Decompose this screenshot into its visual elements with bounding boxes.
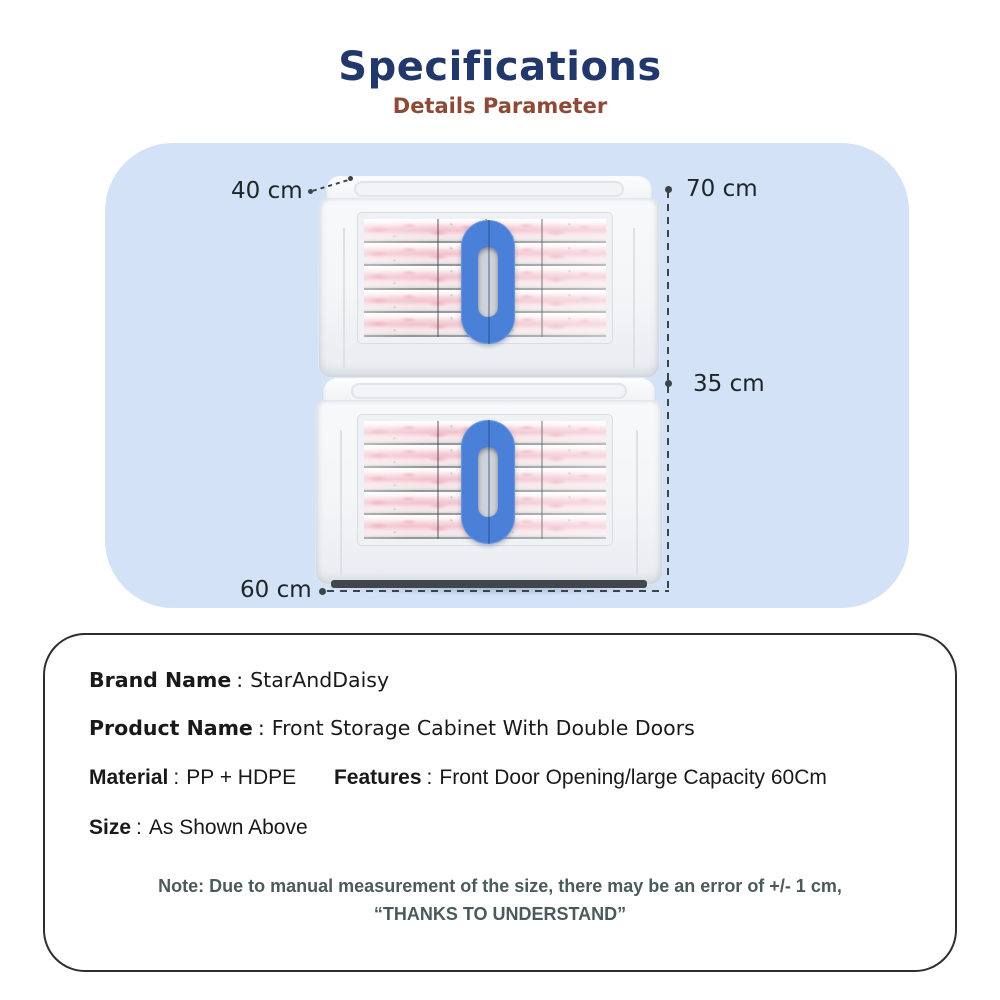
spec-row-brand: Brand Name:StarAndDaisy xyxy=(89,668,389,692)
dimension-label-width: 60 cm xyxy=(240,577,312,603)
dimension-dot-icon xyxy=(348,176,353,181)
door-seam-right xyxy=(636,430,638,575)
roll-divider xyxy=(540,219,543,337)
spec-label: Brand Name xyxy=(89,668,232,692)
spec-row-product: Product Name:Front Storage Cabinet With … xyxy=(89,716,695,740)
door-seam-left xyxy=(340,430,342,575)
spec-value: Front Storage Cabinet With Double Doors xyxy=(271,716,695,740)
spec-pair: Size: As Shown Above xyxy=(89,816,308,840)
spec-label: Features xyxy=(333,766,422,789)
spec-value: PP + HDPE xyxy=(186,766,297,789)
dimension-label-total-height: 70 cm xyxy=(686,176,758,202)
page-title: Specifications xyxy=(338,44,662,90)
spec-separator: : xyxy=(173,766,180,789)
thanks-note: “THANKS TO UNDERSTAND” xyxy=(373,904,627,924)
spec-pair: Material: PP + HDPE xyxy=(89,766,296,790)
spec-separator: : xyxy=(426,766,433,789)
spec-value: As Shown Above xyxy=(148,816,308,839)
spec-pair: Product Name:Front Storage Cabinet With … xyxy=(89,716,695,740)
spec-label: Product Name xyxy=(89,716,253,740)
dimension-dot-icon xyxy=(308,189,313,194)
dimension-label-depth: 40 cm xyxy=(231,178,303,204)
spec-details-box: Brand Name:StarAndDaisy Product Name:Fro… xyxy=(43,633,957,972)
storage-cabinet-top xyxy=(318,176,660,378)
roll-divider xyxy=(436,219,439,337)
dimension-line-vertical xyxy=(667,191,669,591)
spec-separator: : xyxy=(136,816,142,839)
roll-divider xyxy=(436,421,439,539)
spec-row-size: Size: As Shown Above xyxy=(89,816,308,840)
measurement-note: Note: Due to manual measurement of the s… xyxy=(158,876,842,896)
page-subtitle: Details Parameter xyxy=(392,94,608,118)
door-split-line xyxy=(488,420,490,544)
spec-separator: : xyxy=(236,668,244,692)
door-seam-left xyxy=(343,228,345,368)
roll-divider xyxy=(540,421,543,539)
spec-pair: Brand Name:StarAndDaisy xyxy=(89,668,389,692)
door-seam-right xyxy=(633,228,635,368)
spec-value: Front Door Opening/large Capacity 60Cm xyxy=(439,766,827,789)
spec-value: StarAndDaisy xyxy=(250,668,390,692)
door-handle-icon xyxy=(461,420,515,544)
door-handle-icon xyxy=(461,220,515,344)
storage-cabinet-bottom xyxy=(315,378,663,588)
spec-label: Size xyxy=(89,816,132,839)
dimension-line-horizontal xyxy=(327,590,669,592)
dimension-label-unit-height: 35 cm xyxy=(693,371,765,397)
handle-grip-hole xyxy=(478,247,498,317)
spec-separator: : xyxy=(257,716,265,740)
spec-label: Material xyxy=(89,766,169,789)
cabinet-base xyxy=(331,580,647,588)
spec-row-material-features: Material: PP + HDPE Features: Front Door O… xyxy=(89,766,827,790)
spec-pair: Features: Front Door Opening/large Capaci… xyxy=(334,766,827,790)
dimension-dot-icon xyxy=(319,588,326,595)
dimension-dot-icon xyxy=(665,186,672,193)
door-split-line xyxy=(488,220,490,344)
handle-grip-hole xyxy=(478,447,498,517)
dimension-dot-icon xyxy=(665,380,672,387)
